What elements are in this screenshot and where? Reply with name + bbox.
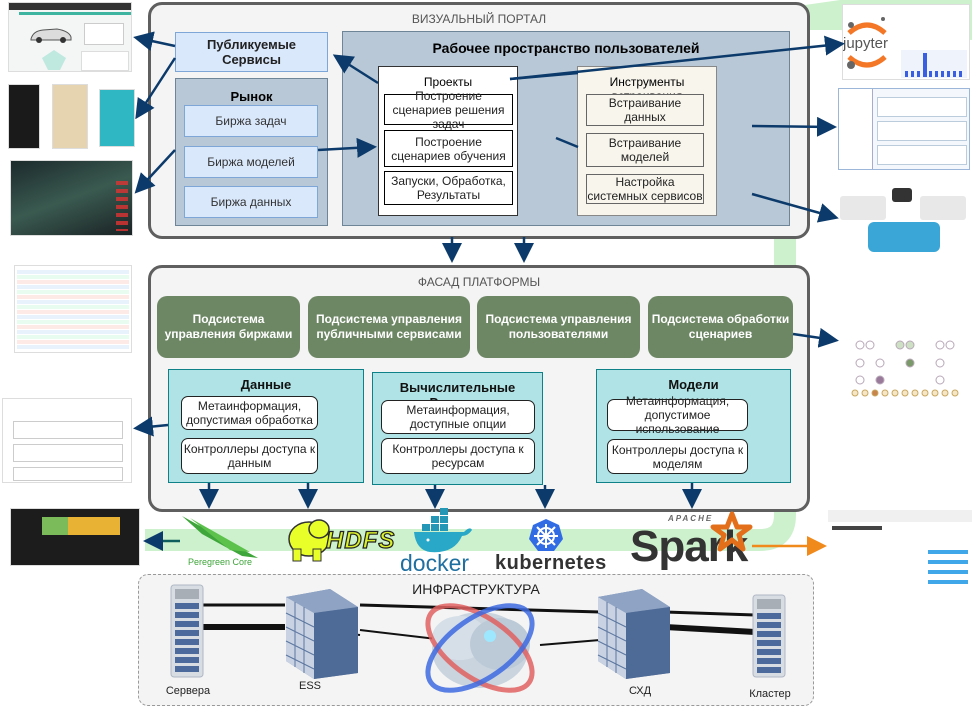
docker-label: docker bbox=[400, 550, 470, 576]
data-meta-box[interactable]: Метаинформация, допустимая обработка bbox=[181, 396, 318, 430]
market-box: Рынок Биржа задач Биржа моделей Биржа да… bbox=[175, 78, 328, 226]
data-group-title: Данные bbox=[240, 377, 292, 392]
storage-system-label: СХД bbox=[628, 685, 652, 697]
market-item-data[interactable]: Биржа данных bbox=[184, 186, 318, 218]
tool-item-data-embedding[interactable]: Встраивание данных bbox=[586, 94, 704, 126]
jupyter-logo-icon bbox=[847, 17, 887, 69]
peregreen-logo-icon bbox=[182, 516, 258, 558]
hdfs-label: HDFS bbox=[325, 526, 396, 554]
ess-label: ESS bbox=[298, 680, 321, 692]
car-image-icon bbox=[30, 28, 72, 43]
platform-facade-title: ФАСАД ПЛАТФОРМЫ bbox=[417, 275, 541, 289]
subsystem-scenarios[interactable]: Подсистема обработки сценариев bbox=[648, 296, 793, 358]
visual-portal-title: ВИЗУАЛЬНЫЙ ПОРТАЛ bbox=[411, 12, 547, 26]
models-group-title: Модели bbox=[668, 377, 719, 392]
models-meta-box[interactable]: Метаинформация, допустимое использование bbox=[607, 394, 748, 436]
spark-label: Spark bbox=[630, 522, 748, 571]
compute-resources-group: Вычислительные Ресурсы Метаинформация, д… bbox=[372, 372, 543, 485]
hdfs-elephant-icon bbox=[288, 519, 330, 562]
storage-system-icon bbox=[597, 589, 670, 679]
project-item-runs-results[interactable]: Запуски, Обработка, Результаты bbox=[384, 171, 513, 205]
market-item-tasks[interactable]: Биржа задач bbox=[184, 105, 318, 137]
ess-storage-icon bbox=[285, 589, 358, 679]
thumbnail-task-list[interactable] bbox=[14, 265, 132, 353]
infrastructure-title: ИНФРАСТРУКТУРА bbox=[412, 581, 540, 597]
docker-whale-icon bbox=[414, 508, 472, 553]
thumbnail-chat-dark[interactable] bbox=[8, 84, 40, 149]
servers-rack-icon bbox=[170, 584, 204, 678]
market-title: Рынок bbox=[230, 89, 273, 104]
kubernetes-wheel-icon bbox=[529, 519, 563, 551]
neural-network-diagram-icon bbox=[851, 340, 959, 397]
projects-box: Проекты Построение сценариев решения зад… bbox=[378, 66, 518, 216]
thumbnail-services-architecture[interactable] bbox=[836, 182, 970, 262]
market-item-models[interactable]: Биржа моделей bbox=[184, 146, 318, 178]
user-workspace-box: Рабочее пространство пользователей Проек… bbox=[342, 31, 790, 226]
compute-access-controllers-box[interactable]: Контроллеры доступа к ресурсам bbox=[381, 438, 535, 474]
thumbnail-dashboard-dark[interactable] bbox=[10, 160, 133, 236]
models-access-controllers-box[interactable]: Контроллеры доступа к моделям bbox=[607, 439, 748, 474]
cluster-label: Кластер bbox=[749, 688, 791, 700]
subsystem-users[interactable]: Подсистема управления пользователями bbox=[477, 296, 640, 358]
subsystem-public-services[interactable]: Подсистема управления публичными сервиса… bbox=[308, 296, 470, 358]
jupyter-label: jupyter bbox=[843, 35, 889, 52]
projects-title: Проекты bbox=[423, 75, 473, 89]
spark-star-icon bbox=[710, 511, 753, 552]
embedding-tools-box: Инструменты встраивания Встраивание данн… bbox=[577, 66, 717, 216]
cloud-icon bbox=[425, 603, 535, 693]
data-access-controllers-box[interactable]: Контроллеры доступа к данным bbox=[181, 438, 318, 474]
tool-item-model-embedding[interactable]: Встраивание моделей bbox=[586, 133, 704, 167]
thumbnail-data-editor[interactable] bbox=[838, 88, 970, 170]
tool-item-system-services[interactable]: Настройка системных сервисов bbox=[586, 174, 704, 204]
thumbnail-neural-network[interactable] bbox=[840, 305, 972, 397]
cluster-rack-icon bbox=[752, 594, 786, 678]
project-item-task-scenarios[interactable]: Построение сценариев решения задач bbox=[384, 89, 513, 131]
thumbnail-data-tree[interactable] bbox=[2, 398, 132, 483]
published-services-box[interactable]: Публикуемые Сервисы bbox=[175, 32, 328, 72]
project-item-training-scenarios[interactable]: Построение сценариев обучения bbox=[384, 130, 513, 167]
thumbnail-chat-sand[interactable] bbox=[52, 84, 88, 149]
thumbnail-car-service[interactable] bbox=[8, 2, 132, 72]
thumbnail-chat-teal[interactable] bbox=[99, 89, 135, 147]
subsystem-exchanges[interactable]: Подсистема управления биржами bbox=[157, 296, 300, 358]
thumbnail-resource-monitor[interactable] bbox=[10, 508, 140, 566]
peregreen-label: Peregreen Core bbox=[187, 557, 253, 567]
kubernetes-label: kubernetes bbox=[495, 552, 607, 574]
spark-apache-label: APACHE bbox=[668, 514, 714, 523]
servers-label: Сервера bbox=[165, 685, 211, 697]
data-group: Данные Метаинформация, допустимая обрабо… bbox=[168, 369, 364, 483]
thumbnail-jupyter[interactable]: jupyter bbox=[842, 4, 970, 80]
workspace-title: Рабочее пространство пользователей bbox=[432, 40, 700, 56]
thumbnail-spark-jobs[interactable] bbox=[828, 492, 972, 592]
models-group: Модели Метаинформация, допустимое исполь… bbox=[596, 369, 791, 483]
compute-meta-box[interactable]: Метаинформация, доступные опции bbox=[381, 400, 535, 434]
